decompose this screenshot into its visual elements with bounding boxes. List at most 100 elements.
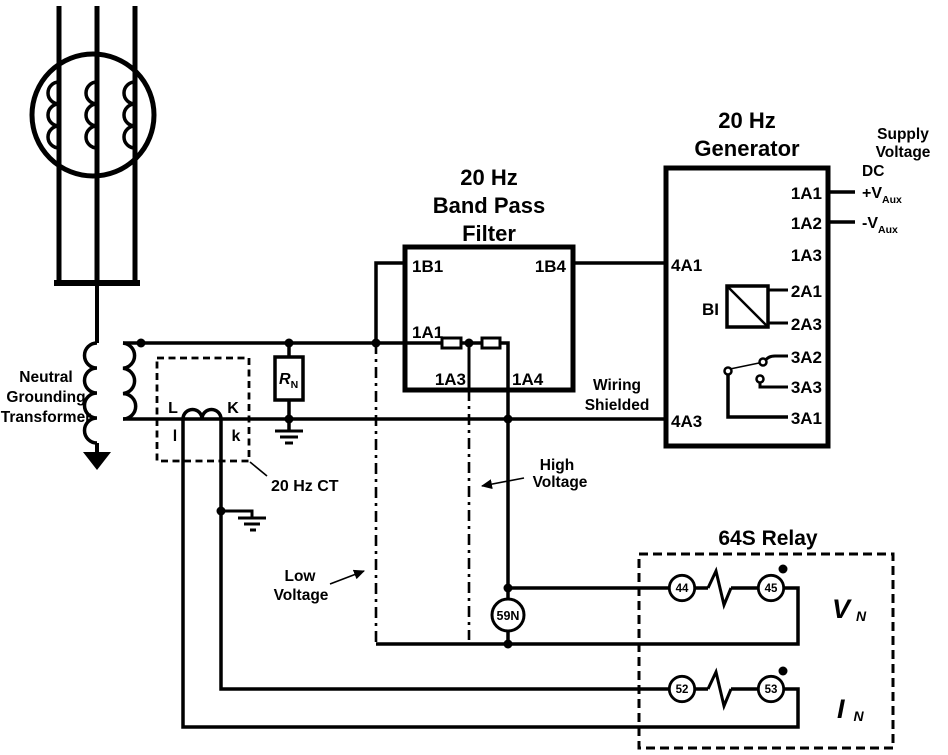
contact-arm: [729, 362, 760, 370]
gen-terminal-3a3: 3A3: [791, 378, 822, 397]
polarity-dot-53: [778, 666, 788, 676]
junction-dot: [503, 639, 513, 649]
contact-pivot: [723, 366, 733, 376]
labels: Neutral Grounding Transformer L K l k 20…: [1, 108, 931, 724]
gen-terminal-4a3: 4A3: [671, 412, 702, 431]
supply-pos-sub: Aux: [882, 194, 902, 206]
neutral-grounding-transformer: [82, 283, 138, 470]
band-pass-filter-box: [402, 244, 576, 393]
contact-3a1-lead: [726, 374, 788, 419]
contact-tip-3a3: [755, 374, 765, 384]
ct-terminal-l: l: [173, 428, 177, 445]
low-voltage-line2: Voltage: [274, 587, 329, 604]
low-voltage-line1: Low: [285, 568, 317, 585]
gen-terminal-2a1: 2A1: [791, 282, 822, 301]
junction-dot: [284, 338, 294, 348]
rn-label-base: R: [279, 371, 291, 388]
ngt-label-line1: Neutral: [19, 369, 72, 386]
relay-vn-sub: N: [856, 608, 867, 624]
contact-3a3-lead: [758, 383, 788, 389]
supply-neg-sub: Aux: [878, 224, 898, 236]
rn-ground-icon: [275, 429, 303, 445]
polarity-dot-45: [778, 564, 788, 574]
machine-circle: [29, 51, 157, 179]
supply-pos-base: +V: [862, 185, 882, 202]
gen-title-line2: Generator: [694, 136, 800, 161]
ct-ground-icon: [221, 509, 266, 532]
gen-bi-label: BI: [702, 300, 719, 319]
ground-stub: [221, 509, 254, 517]
stator-winding-c: [122, 80, 136, 150]
supply-neg-label: -VAux: [862, 215, 898, 236]
terminal-52-circle: [667, 674, 697, 704]
supply-label-line2: Voltage: [876, 144, 931, 161]
wiring-shielded-line2: Shielded: [585, 397, 650, 414]
rn-label-sub: N: [291, 379, 299, 391]
gen-terminal-3a1: 3A1: [791, 409, 822, 428]
wire-in-top: [219, 419, 708, 691]
earth-ground-icon: [83, 452, 111, 470]
gen-title-line1: 20 Hz: [718, 108, 775, 133]
terminal-53-circle: [756, 674, 786, 704]
gen-terminal-1a1: 1A1: [791, 184, 822, 203]
filter-title-line2: Band Pass: [433, 193, 546, 218]
relay-terminal-53: 53: [765, 684, 778, 696]
gen-terminal-4a1: 4A1: [671, 256, 702, 275]
gen-terminal-3a2: 3A2: [791, 348, 822, 367]
filter-terminal-1a3: 1A3: [435, 370, 466, 389]
ct-terminal-k: k: [232, 428, 241, 445]
supply-dc-label: DC: [862, 163, 884, 180]
relay-terminal-52: 52: [676, 684, 689, 696]
filter-resistor-2: [480, 336, 502, 350]
wire-1a4-down: [500, 341, 510, 644]
filter-terminal-1b1: 1B1: [412, 257, 443, 276]
junction-dot: [503, 583, 513, 593]
filter-title-line3: Filter: [462, 221, 516, 246]
relay-title: 64S Relay: [718, 527, 818, 550]
ct-dashed-box: [155, 356, 251, 463]
ct-terminal-K: K: [227, 400, 239, 417]
low-voltage-arrow: [329, 569, 365, 585]
terminal-45-circle: [756, 573, 786, 603]
relay-terminal-45: 45: [765, 583, 778, 595]
filter-terminal-1a4: 1A4: [512, 370, 544, 389]
alarm-contact-symbol: [723, 354, 788, 419]
stator-winding-b: [84, 80, 98, 150]
relay-vn-base: V: [832, 594, 852, 624]
supply-label-line1: Supply: [877, 126, 929, 143]
ngt-primary-coil: [82, 341, 98, 445]
rn-label: RN: [279, 371, 298, 391]
ngt-label-line3: Transformer: [1, 409, 91, 426]
ct-label-leader: [249, 461, 268, 477]
ngt-label-line2: Grounding: [6, 389, 85, 406]
wire-vn-return: [376, 586, 800, 646]
supply-pos-label: +VAux: [862, 185, 902, 206]
wiring-shielded-line1: Wiring: [593, 377, 641, 394]
junction-dot: [371, 338, 381, 348]
junction-dots: [136, 338, 513, 649]
gen-terminal-1a2: 1A2: [791, 214, 822, 233]
junction-dot: [503, 414, 513, 424]
terminal-44-circle: [667, 573, 697, 603]
wire-in-return: [181, 419, 800, 729]
ct-terminal-L: L: [168, 400, 178, 417]
high-voltage-line1: High: [540, 457, 574, 474]
filter-terminal-1a1: 1A1: [412, 323, 443, 342]
stator-winding-a: [46, 80, 60, 150]
relay-in-sub: N: [854, 708, 865, 724]
ct-winding: [181, 407, 223, 420]
contact-tip-3a2: [758, 357, 768, 367]
ct-label: 20 Hz CT: [271, 478, 339, 495]
supply-neg-base: -V: [862, 215, 878, 232]
high-voltage-line2: Voltage: [533, 474, 588, 491]
bi-diagonal: [727, 286, 768, 327]
in-surge-squiggle: [706, 667, 733, 711]
junction-dot: [464, 338, 474, 348]
gen-terminal-2a3: 2A3: [791, 315, 822, 334]
generator-machine-symbol: [29, 6, 157, 286]
gen-terminal-1a3: 1A3: [791, 246, 822, 265]
